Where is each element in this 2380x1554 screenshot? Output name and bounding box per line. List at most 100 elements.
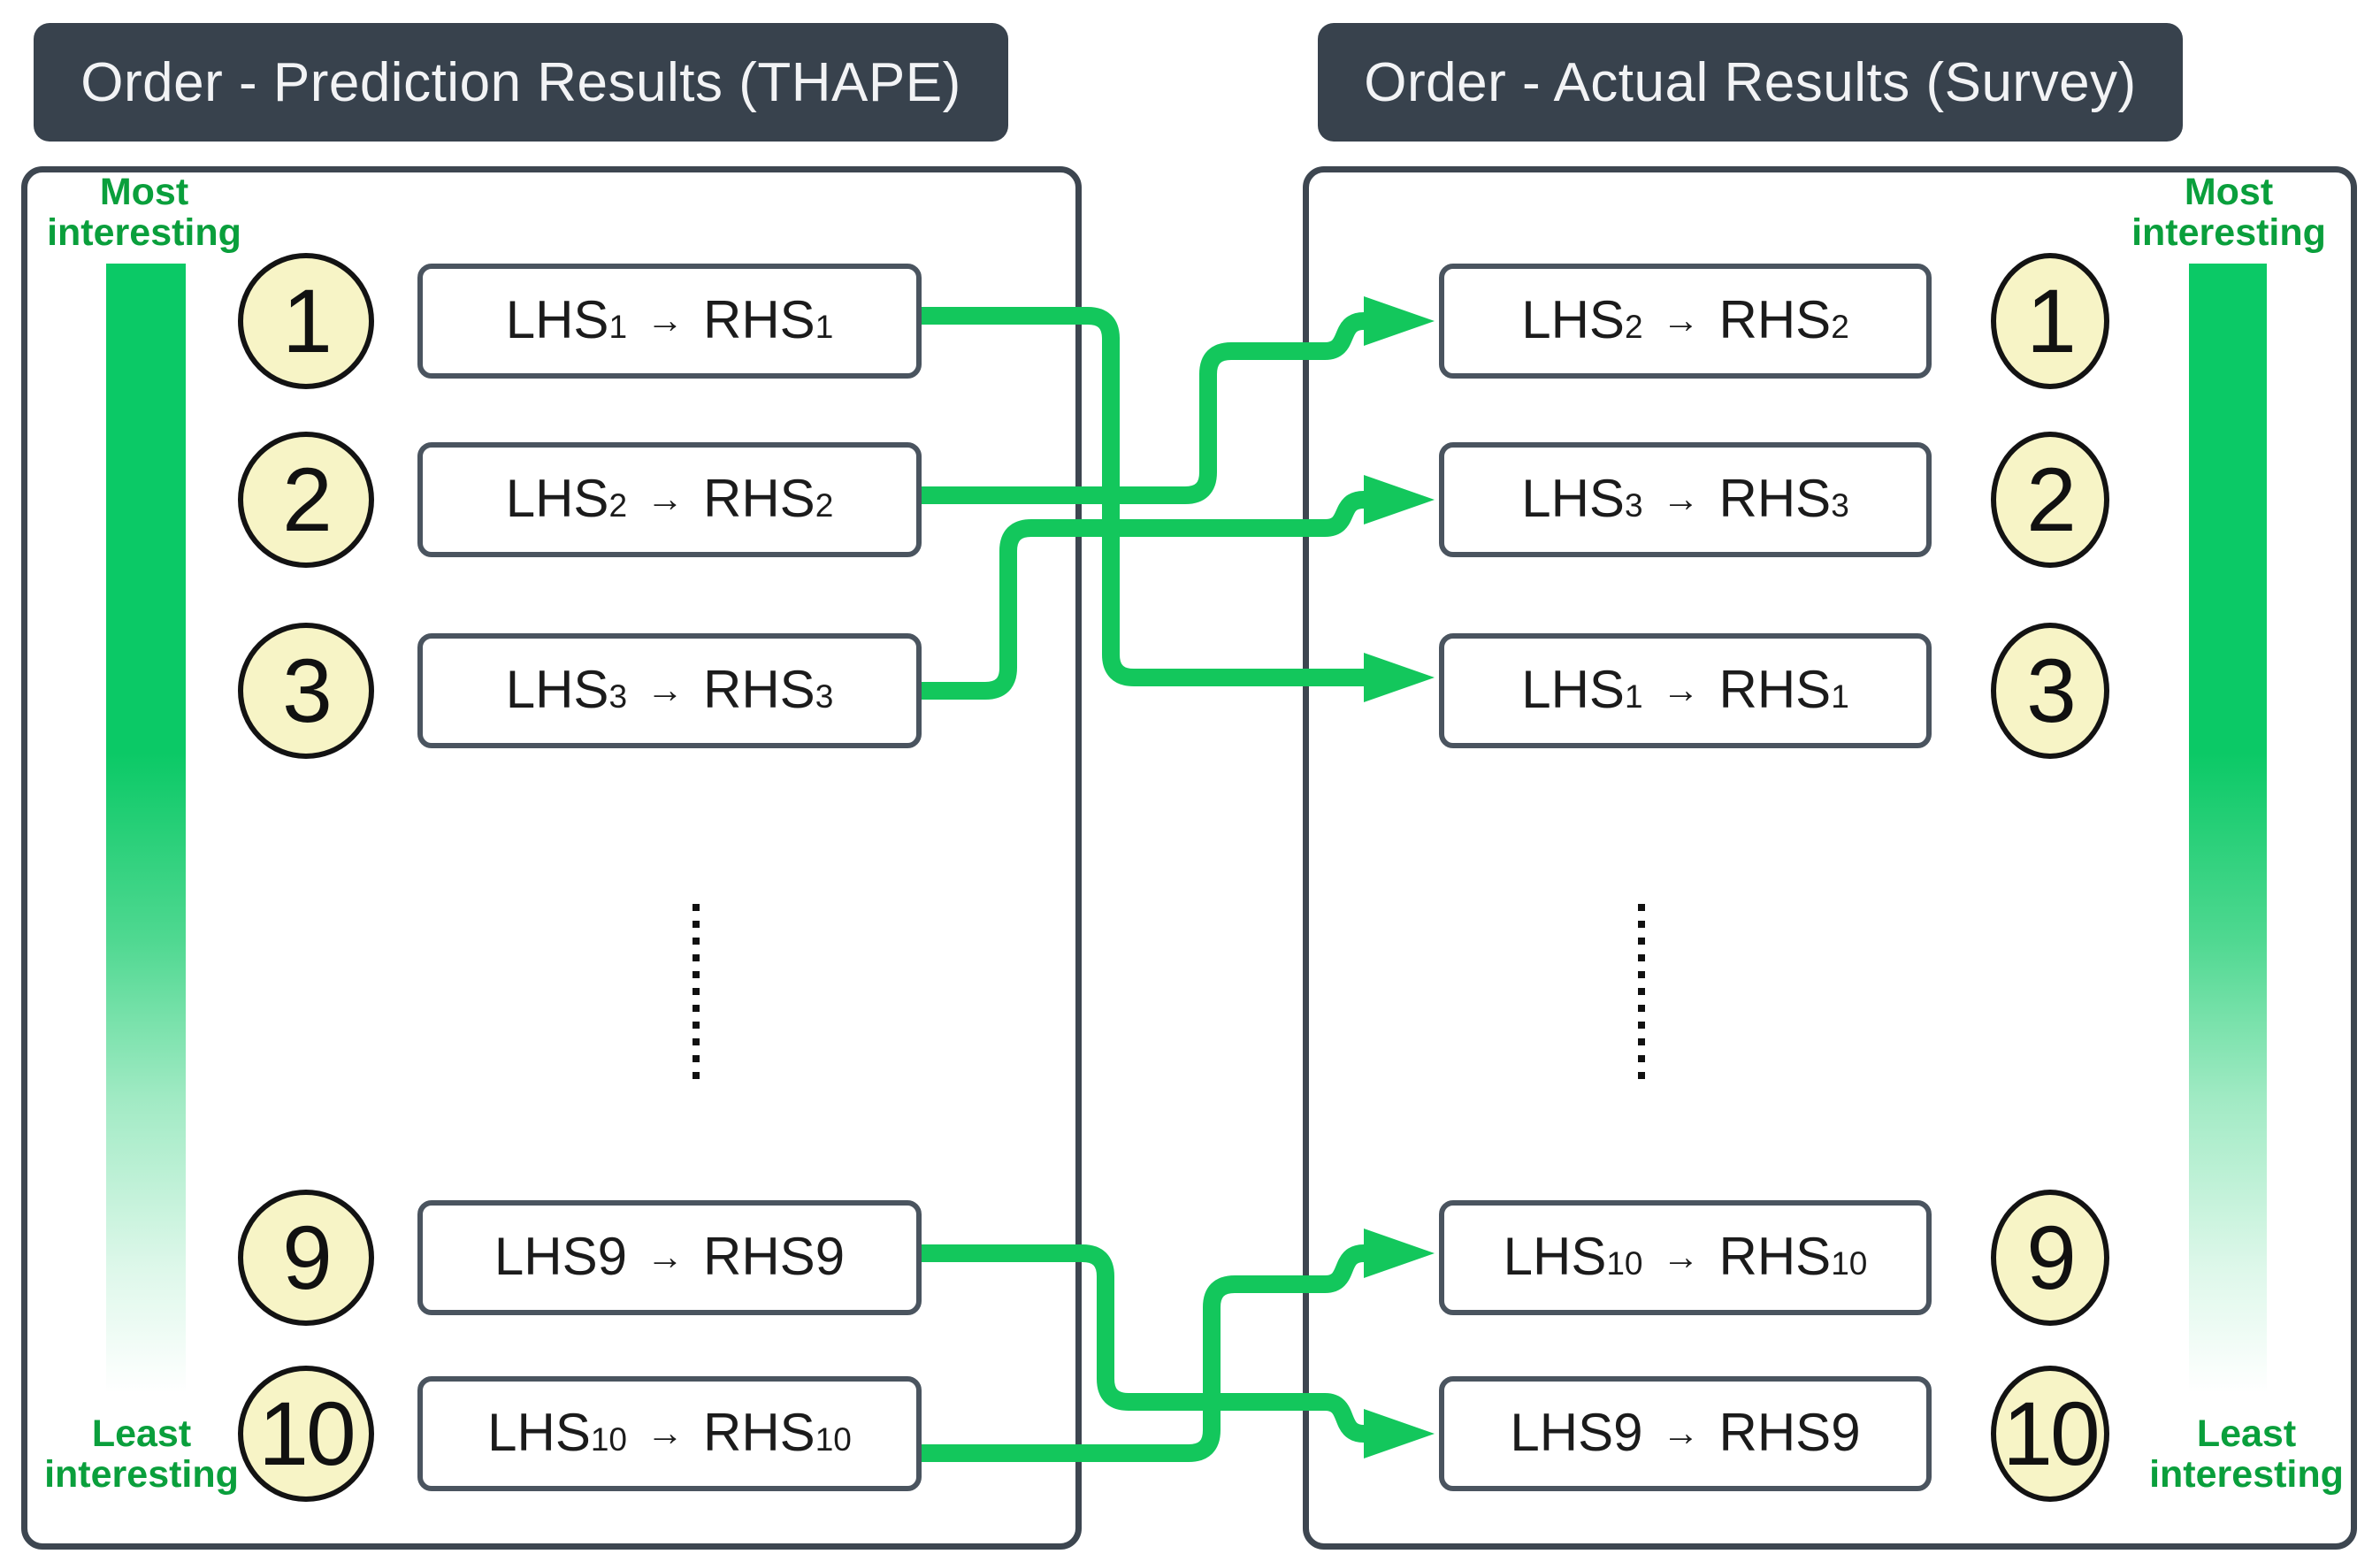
rule-lhs-index: 10 (590, 1421, 628, 1458)
rule-implies-arrow: → (1662, 669, 1700, 710)
rule-rhs-text: RHS (1718, 1403, 1832, 1462)
rule-box-prediction-rank1: LHS1→RHS1 (417, 264, 922, 379)
rule-lhs-index: 9 (597, 1227, 628, 1286)
ellipsis-dot-left (693, 938, 700, 945)
ellipsis-dot-right (1638, 921, 1645, 928)
rule-box-actual-rank3: LHS1→RHS1 (1439, 633, 1932, 748)
rule-lhs-index: 9 (1613, 1403, 1643, 1462)
rule-implies-arrow: → (1662, 1236, 1700, 1277)
title-actual: Order - Actual Results (Survey) (1318, 23, 2183, 142)
rule-implies-arrow: → (647, 1412, 685, 1453)
rule-implies-arrow: → (1662, 1412, 1700, 1453)
rule-lhs-text: LHS (505, 290, 609, 349)
rank-circle-actual-2: 2 (1991, 432, 2109, 568)
ellipsis-dot-right (1638, 988, 1645, 995)
most-interesting-label-right: Most interesting (2114, 172, 2344, 253)
rule-implies-arrow: → (647, 299, 685, 341)
rule-rhs-index: 1 (1831, 678, 1849, 715)
rule-rhs-index: 2 (1831, 309, 1849, 345)
rule-rhs-index: 3 (815, 678, 834, 715)
ellipsis-dot-right (1638, 904, 1645, 911)
rule-box-prediction-rank9: LHS9→RHS9 (417, 1200, 922, 1315)
ellipsis-dot-left (693, 904, 700, 911)
ellipsis-dot-right (1638, 1055, 1645, 1062)
least-label-line2: interesting (44, 1453, 239, 1496)
rule-lhs-index: 10 (1606, 1245, 1643, 1282)
rule-rhs-index: 10 (1831, 1245, 1868, 1282)
most-label-line1: Most (99, 171, 189, 213)
rule-lhs-text: LHS (1503, 1227, 1607, 1286)
panel-actual (1303, 166, 2357, 1550)
rule-rhs-index: 2 (815, 487, 834, 524)
rule-box-actual-rank9: LHS10→RHS10 (1439, 1200, 1932, 1315)
least-label-line2: interesting (2149, 1453, 2344, 1496)
rule-box-actual-rank10: LHS9→RHS9 (1439, 1376, 1932, 1491)
rule-rhs-index: 1 (815, 309, 834, 345)
least-label-line1: Least (2196, 1412, 2297, 1455)
rule-lhs-index: 2 (1624, 309, 1643, 345)
rank-circle-actual-1: 1 (1991, 253, 2109, 389)
ellipsis-dot-right (1638, 938, 1645, 945)
rule-rhs-index: 3 (1831, 487, 1849, 524)
rule-implies-arrow: → (1662, 478, 1700, 519)
rank-circle-prediction-2: 2 (238, 432, 374, 568)
least-interesting-label-left: Least interesting (27, 1413, 256, 1495)
ellipsis-dot-right (1638, 1005, 1645, 1012)
rule-implies-arrow: → (647, 478, 685, 519)
rule-lhs-text: LHS (1521, 660, 1625, 719)
rule-box-prediction-rank2: LHS2→RHS2 (417, 442, 922, 557)
interest-gradient-bar-right (2189, 264, 2267, 1428)
rule-lhs-index: 3 (608, 678, 628, 715)
rule-rhs-index: 9 (1831, 1403, 1861, 1462)
ellipsis-dot-right (1638, 954, 1645, 961)
rule-implies-arrow: → (1662, 299, 1700, 341)
ellipsis-dot-left (693, 1022, 700, 1029)
rule-lhs-text: LHS (505, 660, 609, 719)
rule-box-prediction-rank3: LHS3→RHS3 (417, 633, 922, 748)
rule-implies-arrow: → (647, 669, 685, 710)
interest-gradient-bar-left (106, 264, 186, 1428)
rank-circle-actual-10: 10 (1991, 1366, 2109, 1502)
rule-box-prediction-rank10: LHS10→RHS10 (417, 1376, 922, 1491)
rule-rhs-text: RHS (703, 1227, 815, 1286)
rank-circle-prediction-1: 1 (238, 253, 374, 389)
ellipsis-dot-left (693, 971, 700, 978)
rule-lhs-index: 1 (608, 309, 628, 345)
title-prediction: Order - Prediction Results (THAPE) (34, 23, 1008, 142)
ellipsis-dot-right (1638, 1022, 1645, 1029)
rule-rhs-text: RHS (703, 290, 815, 349)
ellipsis-dot-left (693, 1072, 700, 1079)
rule-lhs-text: LHS (1521, 290, 1625, 349)
rule-box-actual-rank2: LHS3→RHS3 (1439, 442, 1932, 557)
rule-lhs-text: LHS (494, 1227, 598, 1286)
rule-implies-arrow: → (647, 1236, 685, 1277)
rank-circle-actual-9: 9 (1991, 1190, 2109, 1326)
rank-circle-prediction-9: 9 (238, 1190, 374, 1326)
ellipsis-dot-right (1638, 971, 1645, 978)
rule-box-actual-rank1: LHS2→RHS2 (1439, 264, 1932, 379)
ellipsis-dot-left (693, 1055, 700, 1062)
least-interesting-label-right: Least interesting (2131, 1413, 2361, 1495)
ellipsis-dot-left (693, 954, 700, 961)
panel-prediction (21, 166, 1082, 1550)
rank-circle-actual-3: 3 (1991, 623, 2109, 759)
most-interesting-label-left: Most interesting (29, 172, 259, 253)
ellipsis-dot-left (693, 988, 700, 995)
rule-lhs-index: 2 (608, 487, 628, 524)
rule-rhs-text: RHS (1718, 660, 1832, 719)
ellipsis-dot-right (1638, 1038, 1645, 1045)
rank-circle-prediction-10: 10 (238, 1366, 374, 1502)
rule-lhs-index: 3 (1624, 487, 1643, 524)
rule-rhs-index: 9 (815, 1227, 846, 1286)
rank-circle-prediction-3: 3 (238, 623, 374, 759)
rule-rhs-text: RHS (1718, 1227, 1832, 1286)
rule-rhs-text: RHS (703, 660, 815, 719)
rule-rhs-text: RHS (1718, 469, 1832, 528)
rule-lhs-text: LHS (487, 1403, 591, 1462)
ellipsis-dot-left (693, 1038, 700, 1045)
least-label-line1: Least (91, 1412, 192, 1455)
rule-rhs-index: 10 (815, 1421, 852, 1458)
rule-lhs-text: LHS (1510, 1403, 1614, 1462)
rule-rhs-text: RHS (1718, 290, 1832, 349)
